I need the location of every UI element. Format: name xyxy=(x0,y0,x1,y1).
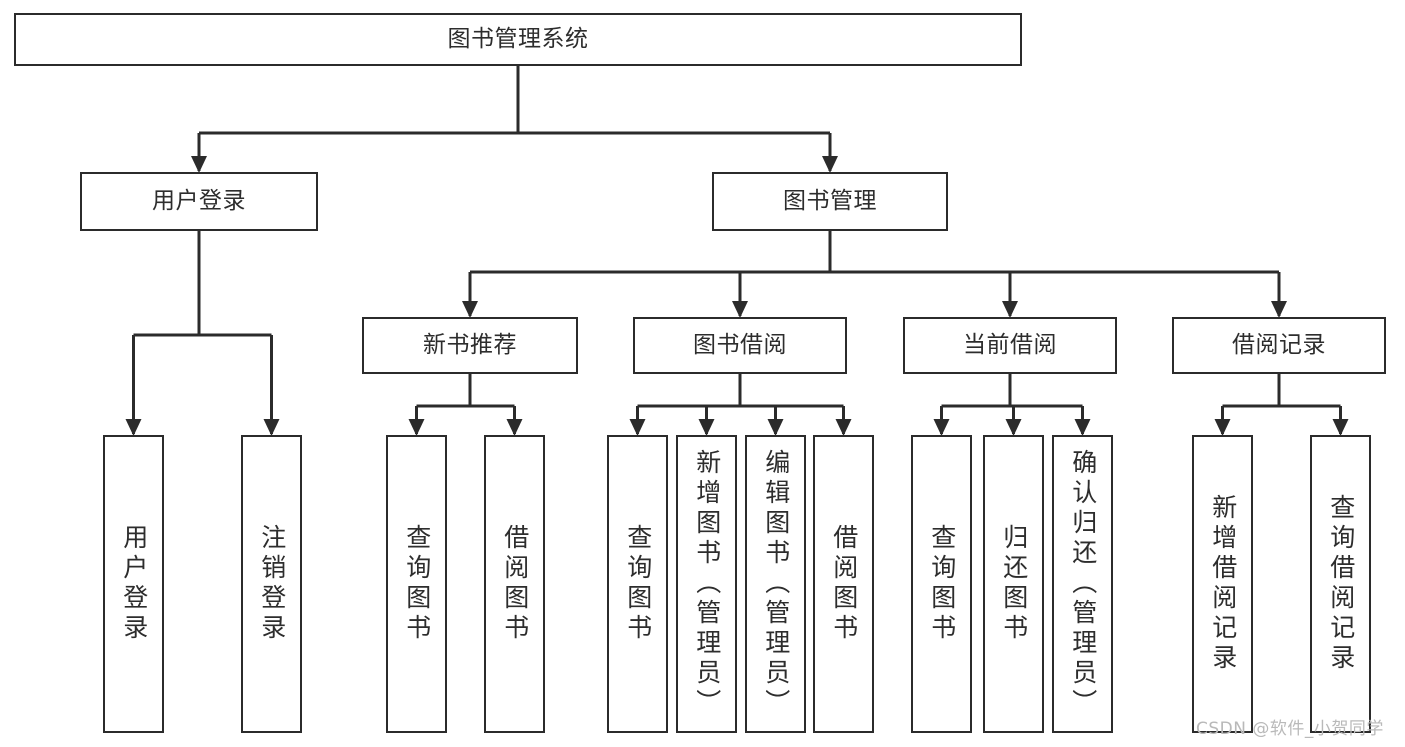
node-borrow-record[interactable]: 借阅记录 xyxy=(1172,317,1386,374)
node-label: 当前借阅 xyxy=(963,332,1057,359)
node-label: 归还图书 xyxy=(999,524,1029,644)
connector-userlogin-to-leaves xyxy=(125,231,280,436)
node-leaf-add-book-admin[interactable]: 新增图书（管理员） xyxy=(676,435,737,733)
node-label: 图书管理系统 xyxy=(447,26,589,53)
node-book-manage[interactable]: 图书管理 xyxy=(712,172,948,231)
node-label: 注销登录 xyxy=(257,524,287,644)
connector-borrow-to-leaves xyxy=(629,374,852,436)
node-root[interactable]: 图书管理系统 xyxy=(14,13,1022,66)
node-leaf-query-book-borrow[interactable]: 查询图书 xyxy=(607,435,668,733)
node-leaf-query-book-current[interactable]: 查询图书 xyxy=(911,435,972,733)
node-label: 借阅图书 xyxy=(829,524,859,644)
node-label: 借阅图书 xyxy=(500,524,530,644)
node-leaf-borrow-book-rec[interactable]: 借阅图书 xyxy=(484,435,545,733)
node-label: 查询借阅记录 xyxy=(1326,494,1356,674)
node-leaf-logout[interactable]: 注销登录 xyxy=(241,435,302,733)
node-label: 查询图书 xyxy=(402,524,432,644)
node-leaf-confirm-return-admin[interactable]: 确认归还（管理员） xyxy=(1052,435,1113,733)
node-label: 借阅记录 xyxy=(1232,332,1326,359)
node-leaf-user-login[interactable]: 用户登录 xyxy=(103,435,164,733)
node-label: 新增图书（管理员） xyxy=(692,449,722,719)
node-book-borrow[interactable]: 图书借阅 xyxy=(633,317,847,374)
node-label: 用户登录 xyxy=(119,524,149,644)
node-leaf-query-borrow-record[interactable]: 查询借阅记录 xyxy=(1310,435,1371,733)
node-label: 图书管理 xyxy=(783,188,877,215)
node-label: 图书借阅 xyxy=(693,332,787,359)
connector-record-to-leaves xyxy=(1214,374,1349,436)
node-label: 编辑图书（管理员） xyxy=(761,449,791,719)
connector-bookmanage-to-level2 xyxy=(462,231,1287,318)
node-label: 用户登录 xyxy=(152,188,246,215)
node-label: 新增借阅记录 xyxy=(1208,494,1238,674)
node-new-book-recommend[interactable]: 新书推荐 xyxy=(362,317,578,374)
node-user-login[interactable]: 用户登录 xyxy=(80,172,318,231)
connector-current-to-leaves xyxy=(933,374,1091,436)
node-leaf-edit-book-admin[interactable]: 编辑图书（管理员） xyxy=(745,435,806,733)
node-leaf-query-book-rec[interactable]: 查询图书 xyxy=(386,435,447,733)
connector-root-to-level1 xyxy=(191,66,838,173)
node-leaf-borrow-book[interactable]: 借阅图书 xyxy=(813,435,874,733)
node-label: 查询图书 xyxy=(623,524,653,644)
node-current-borrow[interactable]: 当前借阅 xyxy=(903,317,1117,374)
connector-recommend-to-leaves xyxy=(408,374,523,436)
node-leaf-add-borrow-record[interactable]: 新增借阅记录 xyxy=(1192,435,1253,733)
node-leaf-return-book[interactable]: 归还图书 xyxy=(983,435,1044,733)
node-label: 新书推荐 xyxy=(423,332,517,359)
node-label: 查询图书 xyxy=(927,524,957,644)
node-label: 确认归还（管理员） xyxy=(1068,449,1098,719)
